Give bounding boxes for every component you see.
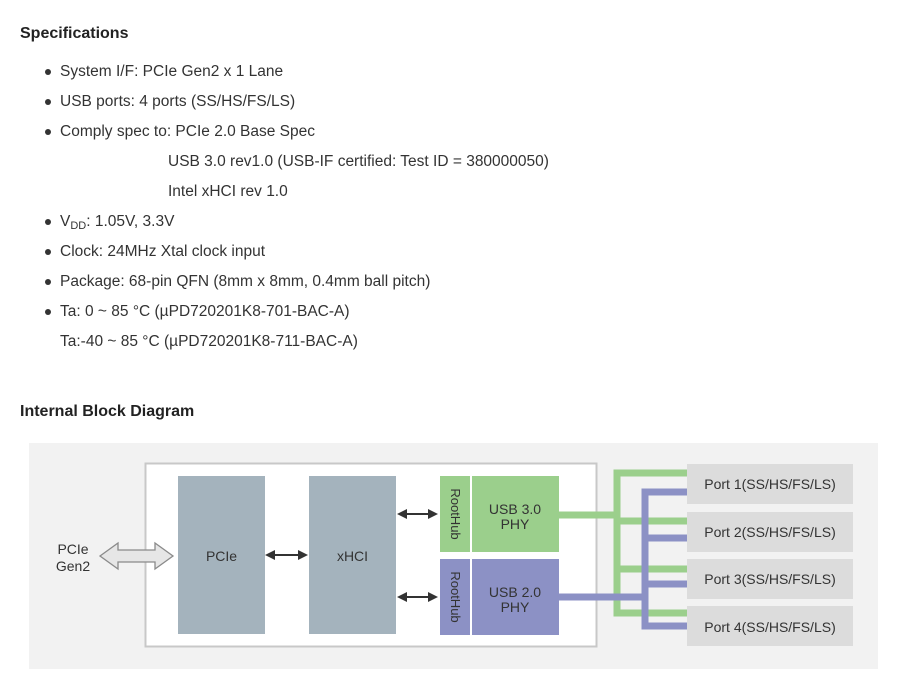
- xhci-block-label: xHCI: [337, 548, 368, 564]
- usb3-phy-block: [440, 476, 559, 552]
- vdd-values: : 1.05V, 3.3V: [86, 213, 175, 230]
- port-3: Port 3(SS/HS/FS/LS): [687, 559, 853, 599]
- usb3-roothub-label: RootHub: [448, 488, 463, 539]
- vdd-symbol: V: [60, 213, 71, 230]
- internal-block-diagram: PCIe Gen2 PCIe xHCI RootHub USB 3.0: [29, 443, 878, 669]
- port-1: Port 1(SS/HS/FS/LS): [687, 464, 853, 504]
- block-diagram-canvas: PCIe Gen2 PCIe xHCI RootHub USB 3.0: [56, 462, 853, 648]
- spec-comply-xhci: Intel xHCI rev 1.0: [168, 183, 288, 200]
- port-4: Port 4(SS/HS/FS/LS): [687, 606, 853, 646]
- port-2: Port 2(SS/HS/FS/LS): [687, 512, 853, 552]
- spec-system-interface: System I/F: PCIe Gen2 x 1 Lane: [44, 57, 283, 87]
- usb2-phy-label-line1: USB 2.0: [489, 584, 541, 600]
- port-1-label: Port 1(SS/HS/FS/LS): [704, 476, 835, 492]
- pcie-external-label-line1: PCIe: [57, 541, 88, 557]
- port-3-label: Port 3(SS/HS/FS/LS): [704, 571, 835, 587]
- pcie-gen2-double-arrow: [98, 541, 175, 571]
- usb3-bus-lines: [559, 469, 688, 617]
- usb2-bus-lines: [559, 488, 688, 630]
- block-diagram-heading: Internal Block Diagram: [20, 403, 195, 420]
- usb2-phy-block: [440, 559, 559, 635]
- spec-temperature-711: Ta:-40 ~ 85 °C (µPD720201K8-711-BAC-A): [60, 333, 358, 350]
- spec-package: Package: 68-pin QFN (8mm x 8mm, 0.4mm ba…: [44, 267, 430, 297]
- xhci-roothub-upper-arrow: [397, 509, 438, 519]
- vdd-subscript: DD: [70, 220, 87, 232]
- xhci-block: [309, 476, 396, 634]
- spec-usb-ports: USB ports: 4 ports (SS/HS/FS/LS): [44, 87, 295, 117]
- port-4-label: Port 4(SS/HS/FS/LS): [704, 619, 835, 635]
- spec-comply-usb3: USB 3.0 rev1.0 (USB-IF certified: Test I…: [168, 153, 549, 170]
- usb3-phy-label-line2: PHY: [501, 516, 530, 532]
- usb3-phy-label-line1: USB 3.0: [489, 501, 541, 517]
- spec-clock: Clock: 24MHz Xtal clock input: [44, 237, 265, 267]
- port-2-label: Port 2(SS/HS/FS/LS): [704, 524, 835, 540]
- usb2-roothub-label: RootHub: [448, 571, 463, 622]
- xhci-roothub-lower-arrow: [397, 592, 438, 602]
- pcie-external-label-line2: Gen2: [56, 558, 90, 574]
- usb2-phy-label-line2: PHY: [501, 599, 530, 615]
- spec-vdd: VDD: 1.05V, 3.3V: [44, 207, 175, 237]
- specifications-heading: Specifications: [20, 25, 129, 42]
- spec-comply-pcie: Comply spec to: PCIe 2.0 Base Spec: [44, 117, 315, 147]
- pcie-block-label: PCIe: [206, 548, 237, 564]
- pcie-xhci-arrow: [265, 550, 308, 560]
- spec-temperature-701: Ta: 0 ~ 85 °C (µPD720201K8-701-BAC-A): [45, 297, 350, 327]
- pcie-block: [178, 476, 265, 634]
